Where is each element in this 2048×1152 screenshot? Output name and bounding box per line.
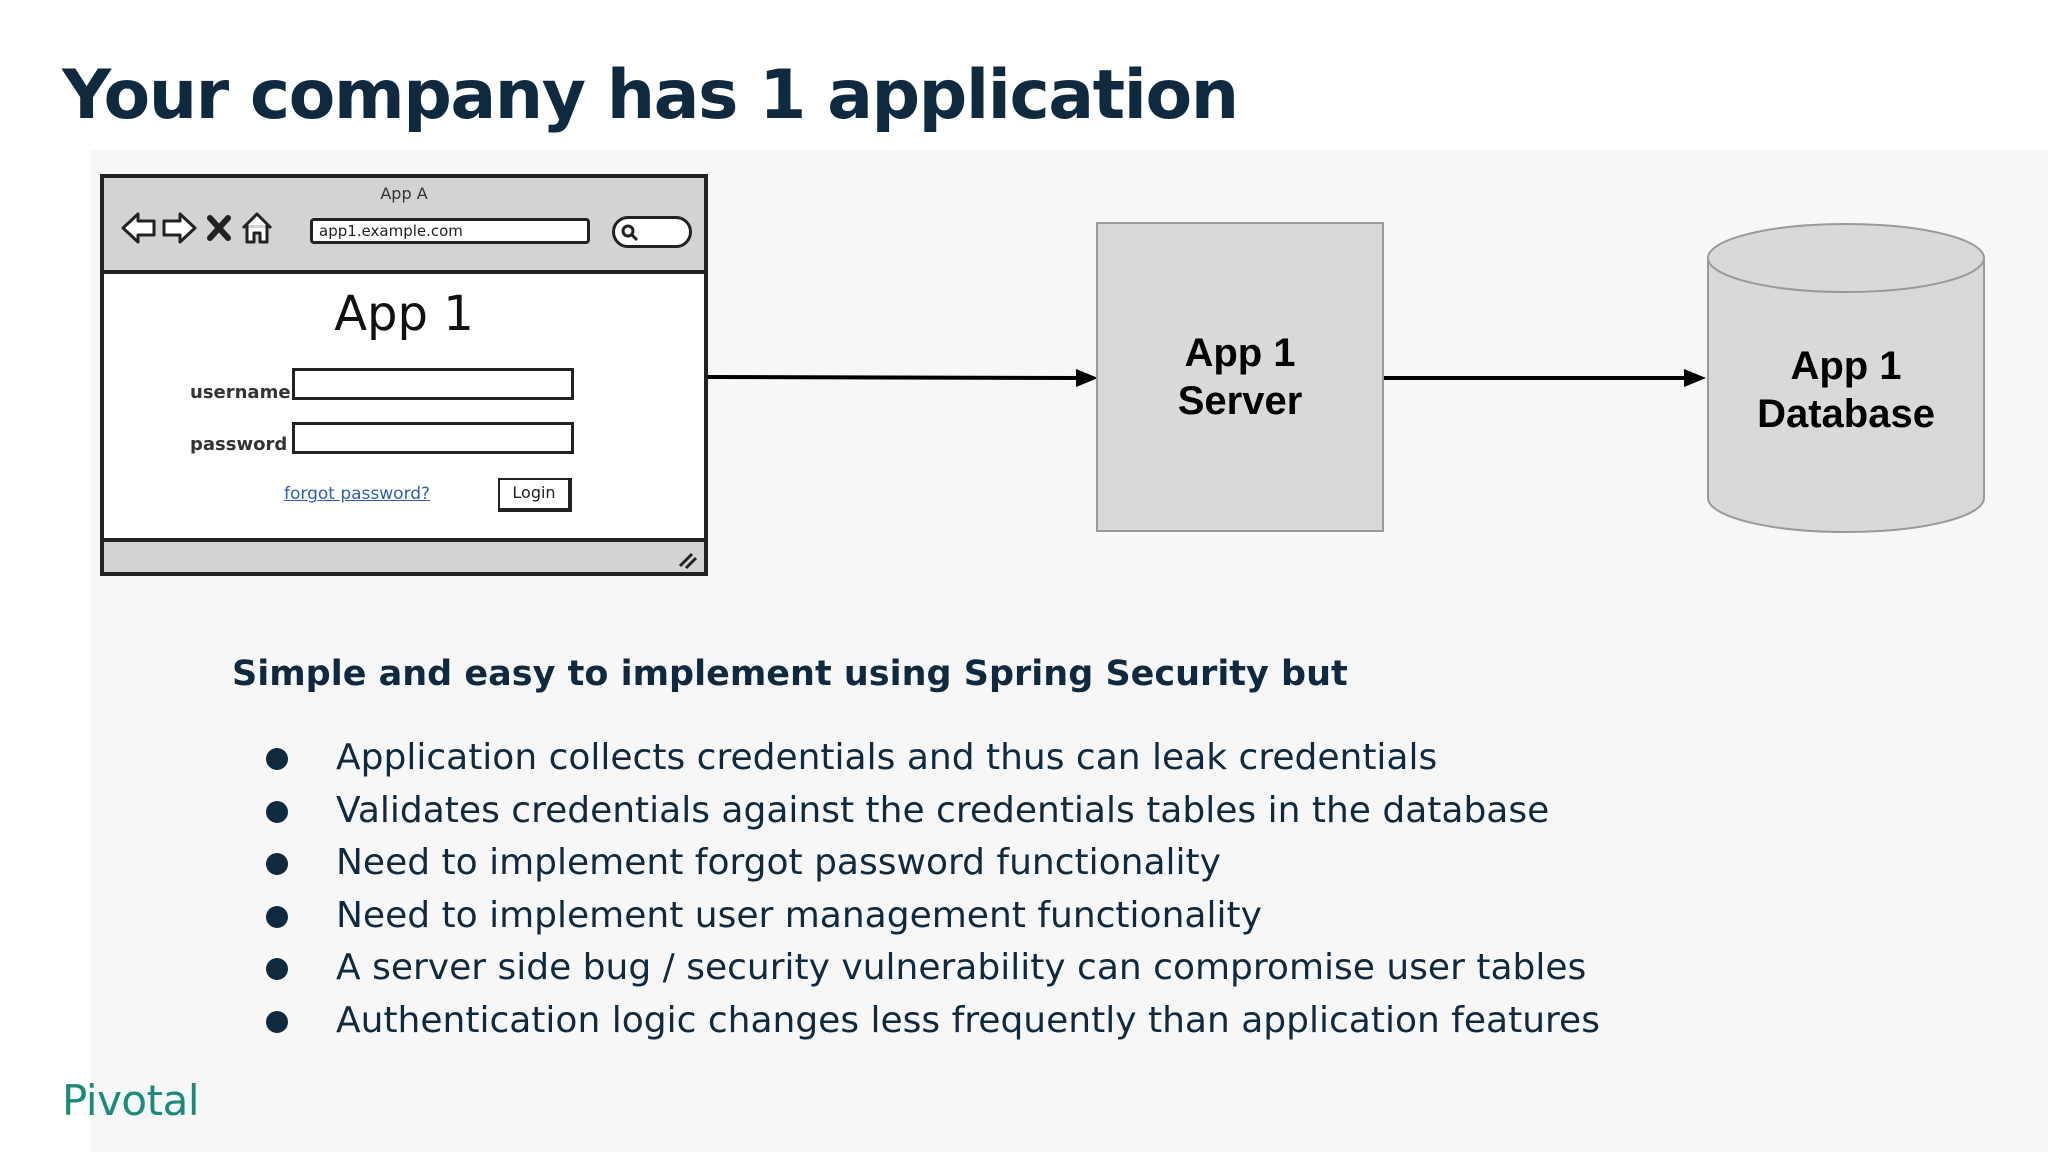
home-icon (241, 212, 273, 244)
bullet-dot (266, 748, 288, 770)
app-wireframe: App A app1.example.com App 1 username pa… (100, 174, 708, 576)
pivotal-logo: Pivotal (62, 1076, 200, 1125)
resize-grip-icon (678, 552, 698, 570)
back-arrow-icon (121, 212, 156, 244)
database-label: App 1 Database (1757, 344, 1935, 436)
bullet-text: Application collects credentials and thu… (336, 737, 1438, 778)
arrow-app-to-server (708, 369, 1098, 387)
bullet-dot (266, 1010, 288, 1033)
forgot-password-link: forgot password? (284, 484, 431, 504)
bullet-item: Need to implement forgot password functi… (262, 837, 1600, 890)
bullet-text: Authentication logic changes less freque… (336, 999, 1600, 1041)
browser-tab-title: App A (380, 184, 428, 203)
bullet-text: Need to implement forgot password functi… (336, 842, 1221, 884)
password-field (292, 422, 574, 454)
bullet-text: Validates credentials against the creden… (336, 789, 1550, 831)
server-label: App 1 Server (1177, 331, 1303, 423)
section-subtitle: Simple and easy to implement using Sprin… (232, 654, 1348, 694)
database-label-wrap: App 1 Database (1706, 342, 1986, 438)
wireframe-app-title: App 1 (334, 286, 474, 342)
bullet-item: Need to implement user management functi… (262, 890, 1600, 943)
bullet-item: Application collects credentials and thu… (262, 732, 1600, 785)
browser-toolbar: App A app1.example.com (104, 178, 704, 274)
login-button: Login (498, 478, 572, 512)
database-cylinder-icon (1707, 223, 1985, 533)
magnifier-icon (621, 224, 639, 242)
bullet-text: A server side bug / security vulnerabili… (336, 947, 1587, 989)
bullet-dot (266, 853, 288, 876)
browser-status-bar (104, 538, 704, 572)
bullet-item: Validates credentials against the creden… (262, 785, 1600, 838)
app-server-box: App 1 Server (1096, 222, 1384, 532)
username-label: username (190, 382, 291, 403)
bullet-dot (266, 800, 288, 823)
browser-search-box (612, 216, 692, 248)
bullet-text: Need to implement user management functi… (336, 894, 1262, 936)
bullet-dot (266, 905, 288, 928)
slide-title: Your company has 1 application (62, 56, 1239, 135)
close-icon (207, 215, 231, 241)
bullet-item: Authentication logic changes less freque… (262, 995, 1600, 1048)
password-label: password (190, 434, 288, 455)
bullet-dot (266, 958, 288, 981)
forward-arrow-icon (162, 212, 197, 244)
username-field (292, 368, 574, 400)
arrow-server-to-database (1384, 369, 1706, 387)
bullet-item: A server side bug / security vulnerabili… (262, 942, 1600, 995)
bullet-list: Application collects credentials and thu… (262, 732, 1600, 1048)
url-bar: app1.example.com (310, 218, 590, 244)
